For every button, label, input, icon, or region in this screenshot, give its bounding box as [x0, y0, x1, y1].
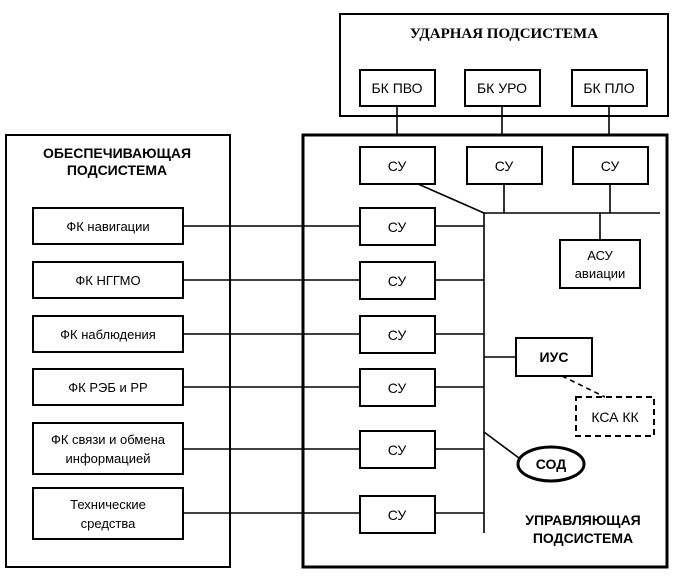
- su-label-top-2: СУ: [495, 158, 514, 174]
- bk-uro-label: БК УРО: [477, 80, 527, 96]
- support-subsystem-title-line1: ОБЕСПЕЧИВАЮЩАЯ: [43, 145, 191, 161]
- fk-comms-label-line1: ФК связи и обмена: [51, 432, 166, 447]
- su-label-nggmo: СУ: [388, 273, 407, 289]
- fk-comms-label-line2: информацией: [66, 451, 151, 466]
- sod-ellipse: [516, 445, 586, 483]
- su-label-top-3: СУ: [601, 158, 620, 174]
- ksa-kk-label: КСА КК: [591, 409, 639, 425]
- strike-subsystem-frame: [339, 13, 669, 117]
- control-subsystem-frame: [301, 133, 669, 569]
- technical-means-label-line2: средства: [81, 516, 136, 531]
- fk-nggmo-label: ФК НГГМО: [75, 273, 140, 288]
- su-label-ew: СУ: [388, 380, 407, 396]
- asu-aviation-label-line1: АСУ: [587, 248, 613, 263]
- su-label-observation: СУ: [388, 327, 407, 343]
- support-subsystem-title-line2: ПОДСИСТЕМА: [67, 162, 167, 178]
- technical-means-label-line1: Технические: [70, 497, 146, 512]
- su-box-top-1: [359, 146, 436, 185]
- connection-lines: [183, 106, 660, 533]
- su-label-navigation: СУ: [388, 219, 407, 235]
- control-subsystem-title-line2: ПОДСИСТЕМА: [533, 530, 633, 546]
- su-box-technical: [359, 495, 436, 534]
- fk-navigation-label: ФК навигации: [66, 219, 149, 234]
- ksa-kk-box: [575, 396, 655, 437]
- sod-label: СОД: [536, 456, 566, 472]
- strike-subsystem-title: УДАРНАЯ ПОДСИСТЕМА: [410, 26, 598, 42]
- control-subsystem-title-line1: УПРАВЛЯЮЩАЯ: [525, 512, 641, 528]
- ius-label: ИУС: [540, 349, 569, 365]
- bk-pvo-label: БК ПВО: [371, 80, 422, 96]
- support-subsystem-frame: [5, 134, 231, 568]
- fk-ew-label: ФК РЭБ и РР: [68, 380, 147, 395]
- asu-aviation-label-line2: авиации: [575, 266, 626, 281]
- fk-comms-box: [32, 422, 184, 475]
- bk-plo-label: БК ПЛО: [583, 80, 634, 96]
- fk-observation-label: ФК наблюдения: [60, 327, 156, 342]
- su-label-top-1: СУ: [388, 158, 407, 174]
- su-label-comms: СУ: [388, 442, 407, 458]
- su-label-technical: СУ: [388, 507, 407, 523]
- technical-means-box: [32, 487, 184, 540]
- ius-to-ksa-dashed-link: [561, 375, 606, 398]
